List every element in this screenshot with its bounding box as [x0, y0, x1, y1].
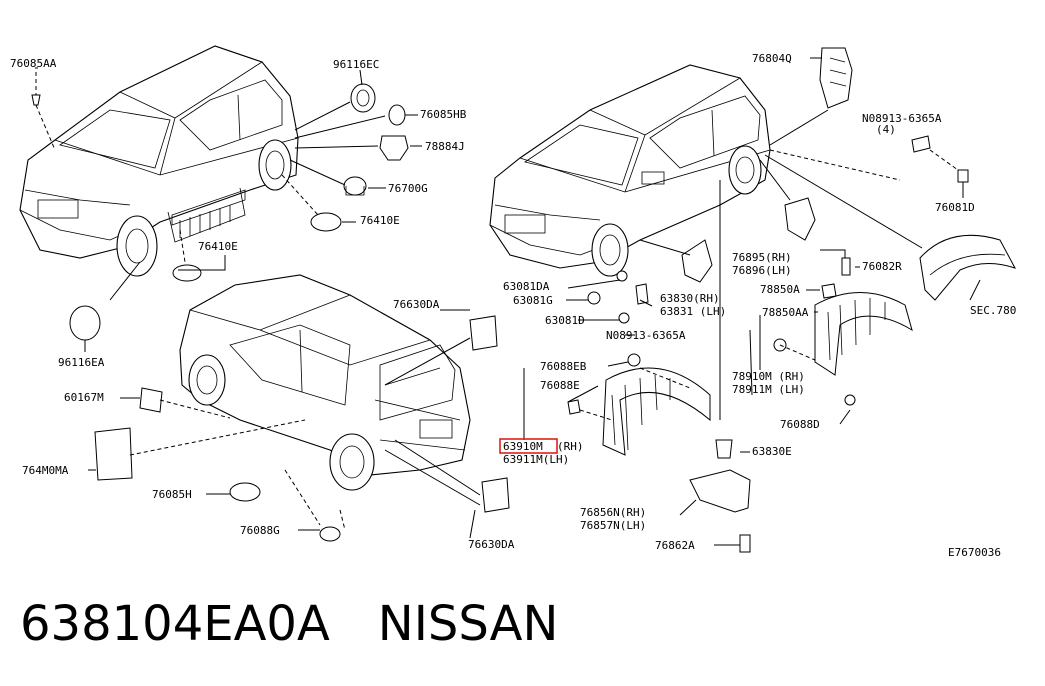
- label-63830E: 63830E: [752, 445, 792, 458]
- label-78850A: 78850A: [760, 283, 800, 296]
- label-76085HB: 76085HB: [420, 108, 467, 121]
- label-76857N: 76857N(LH): [580, 519, 646, 532]
- part-labels: 76085AA 96116EC 76085HB 78884J 76700G 76…: [10, 52, 1016, 559]
- label-76410E-lower: 76410E: [198, 240, 238, 253]
- label-63911M: 63911M(LH): [503, 453, 569, 466]
- label-76700G: 76700G: [388, 182, 428, 195]
- caption-brand: NISSAN: [377, 596, 559, 652]
- label-76081D: 76081D: [935, 201, 975, 214]
- label-78911M: 78911M (LH): [732, 383, 805, 396]
- small-parts: [31, 47, 1017, 553]
- label-63081D: 63081D: [545, 314, 585, 327]
- diagram-code: E7670036: [948, 546, 1001, 559]
- label-63910M-side: (RH): [557, 440, 584, 453]
- label-08913-6365A-upper: N08913-6365A: [862, 112, 942, 125]
- label-76088G: 76088G: [240, 524, 280, 537]
- label-63081DA: 63081DA: [503, 280, 550, 293]
- label-76085AA: 76085AA: [10, 57, 57, 70]
- caption-part-number: 638104EA0A: [20, 596, 330, 652]
- label-76410E: 76410E: [360, 214, 400, 227]
- label-63910M-highlighted: 63910M: [503, 440, 543, 453]
- label-76085H: 76085H: [152, 488, 192, 501]
- label-76630DA-upper: 76630DA: [393, 298, 440, 311]
- label-76896: 76896(LH): [732, 264, 792, 277]
- vehicle-front-left-view: [19, 45, 299, 277]
- label-63830: 63830(RH): [660, 292, 720, 305]
- label-76895: 76895(RH): [732, 251, 792, 264]
- label-76088EB: 76088EB: [540, 360, 587, 373]
- label-76804Q: 76804Q: [752, 52, 792, 65]
- caption: 638104EA0A NISSAN: [20, 596, 558, 652]
- label-63081G: 63081G: [513, 294, 553, 307]
- label-78884J: 78884J: [425, 140, 465, 153]
- label-96116EA: 96116EA: [58, 356, 105, 369]
- label-63831: 63831 (LH): [660, 305, 726, 318]
- leader-lines: [35, 57, 981, 546]
- vehicle-rear-view: [179, 274, 471, 491]
- highlight-box: [499, 438, 558, 454]
- label-76630DA-lower: 76630DA: [468, 538, 515, 551]
- label-76088D: 76088D: [780, 418, 820, 431]
- label-78910M: 78910M (RH): [732, 370, 805, 383]
- label-08913-6365A-lower: N08913-6365A: [606, 329, 686, 342]
- label-76856N: 76856N(RH): [580, 506, 646, 519]
- label-76088E: 76088E: [540, 379, 580, 392]
- label-764M0MA: 764M0MA: [22, 464, 69, 477]
- label-SEC780: SEC.780: [970, 304, 1016, 317]
- label-76862A: 76862A: [655, 539, 695, 552]
- label-76082R: 76082R: [862, 260, 902, 273]
- label-60167M: 60167M: [64, 391, 104, 404]
- label-78850AA: 78850AA: [762, 306, 809, 319]
- label-96116EC: 96116EC: [333, 58, 379, 71]
- label-qty-4: (4): [876, 123, 896, 136]
- vehicle-front-right-view: [489, 64, 771, 277]
